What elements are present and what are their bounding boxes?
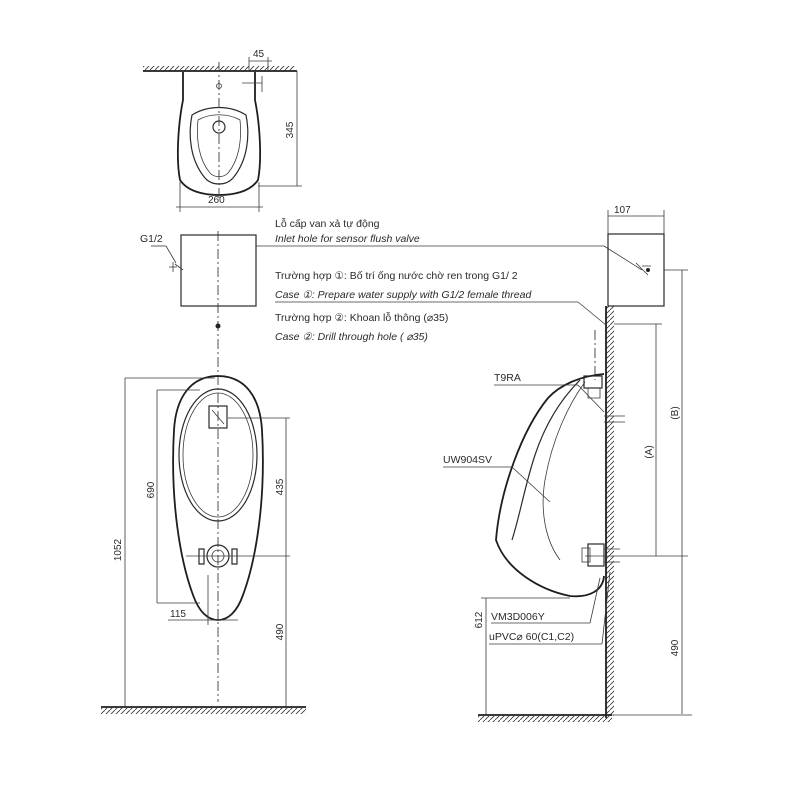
label-g1-2: G1/2 [140, 233, 163, 245]
note-inlet-en: Inlet hole for sensor flush valve [275, 233, 420, 245]
note-case1-vi: Trường hợp ①: Bố trí ống nước chờ ren tr… [275, 270, 518, 282]
dim-top-width: 260 [208, 195, 225, 206]
side-valve-box [607, 233, 665, 307]
dim-outlet-offset: 115 [170, 609, 186, 620]
dim-b: (B) [670, 406, 681, 419]
note-inlet-vi: Lỗ cấp van xả tự động [275, 217, 380, 230]
label-t9ra: T9RA [494, 372, 521, 384]
note-case2-en: Case ②: Drill through hole ( ⌀35) [275, 331, 428, 343]
label-uw904sv: UW904SV [443, 454, 492, 466]
dim-top-depth: 345 [285, 121, 296, 138]
dim-a: (A) [644, 445, 655, 458]
top-view: 45 345 260 [143, 49, 302, 212]
notes: Lỗ cấp van xả tự động Inlet hole for sen… [256, 217, 643, 343]
side-view: 107 T9RA UW904SV VM3D006Y uPVC⌀ 60(C1,C2… [443, 205, 692, 722]
dim-total-height: 1052 [113, 538, 124, 561]
side-wall-hatch [606, 306, 614, 716]
side-floor-hatch [478, 716, 612, 722]
dim-outlet-height: 490 [275, 623, 286, 640]
front-floor-hatch [101, 708, 306, 714]
note-case2-vi: Trường hợp ②: Khoan lỗ thông (⌀35) [275, 311, 448, 324]
label-vm3d006y: VM3D006Y [491, 611, 545, 623]
front-valve-box [180, 234, 257, 307]
dim-side-floor-height: 612 [474, 611, 485, 628]
side-urinal-body [495, 373, 605, 598]
note-case1-en: Case ①: Prepare water supply with G1/2 f… [275, 289, 532, 301]
dim-outlet-to-inlet: 435 [275, 478, 286, 495]
front-view: G1/2 1052 690 435 490 115 [101, 231, 306, 714]
dim-top-offset: 45 [253, 49, 265, 60]
dim-side-outlet-height: 490 [670, 639, 681, 656]
dim-body-height: 690 [146, 481, 157, 498]
dim-side-valve-width: 107 [614, 205, 631, 216]
front-sensor [208, 405, 228, 429]
label-upvc: uPVC⌀ 60(C1,C2) [489, 631, 574, 643]
